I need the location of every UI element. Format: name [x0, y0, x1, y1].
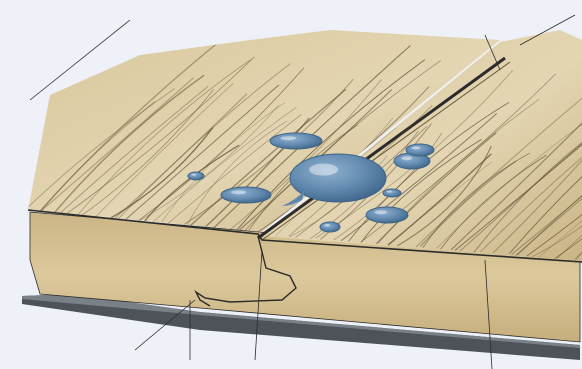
droplet-highlight — [324, 224, 330, 227]
water-droplet — [270, 133, 322, 149]
water-droplet — [188, 172, 204, 180]
droplet-highlight — [309, 164, 338, 176]
droplet-highlight — [280, 136, 296, 140]
water-droplet — [406, 144, 434, 156]
droplet-highlight — [401, 156, 412, 160]
droplet-highlight — [387, 191, 392, 193]
water-droplet — [290, 154, 386, 202]
droplet-highlight — [374, 210, 387, 214]
droplet-highlight — [412, 146, 420, 149]
water-droplet — [366, 207, 408, 223]
water-droplet — [221, 187, 271, 203]
water-droplet — [383, 189, 401, 197]
droplet-highlight — [231, 190, 246, 194]
water-droplet — [320, 222, 340, 232]
droplet-highlight — [191, 174, 196, 176]
